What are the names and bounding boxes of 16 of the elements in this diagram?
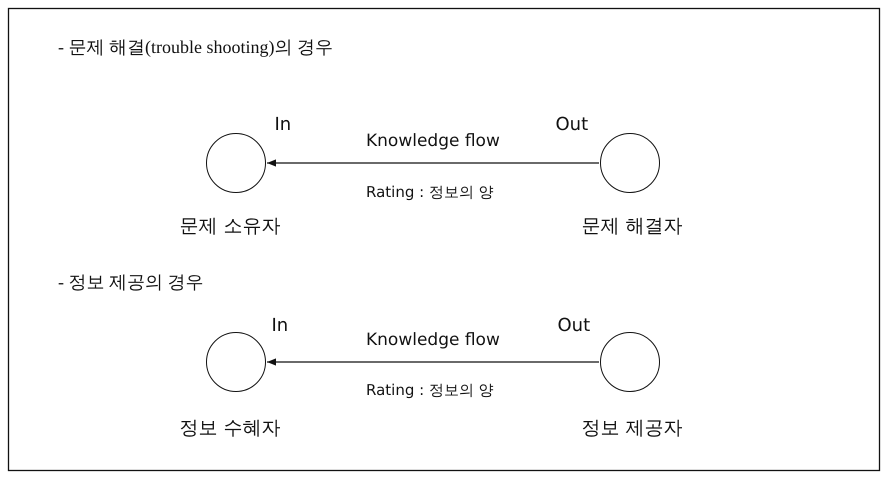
node-caption: 정보 제공자 [582, 418, 683, 438]
arrow [267, 159, 599, 167]
port-label: Out [558, 316, 590, 336]
port-label: In [272, 316, 288, 336]
node-caption: 문제 소유자 [180, 216, 281, 236]
port-label: In [274, 115, 292, 135]
heading: - 문제 해결(trouble shooting)의 경우 [58, 38, 333, 58]
edge-label: Knowledge flow [366, 330, 500, 350]
arrow [267, 358, 599, 366]
edge-label: Knowledge flow [366, 132, 500, 150]
node-caption: 정보 수혜자 [180, 418, 281, 438]
rating-label: Rating : 정보의 양 [366, 184, 494, 200]
node-caption: 문제 해결자 [582, 216, 683, 236]
port-label: Out [556, 115, 588, 135]
heading: - 정보 제공의 경우 [58, 273, 204, 293]
rating-label: Rating : 정보의 양 [366, 382, 494, 398]
